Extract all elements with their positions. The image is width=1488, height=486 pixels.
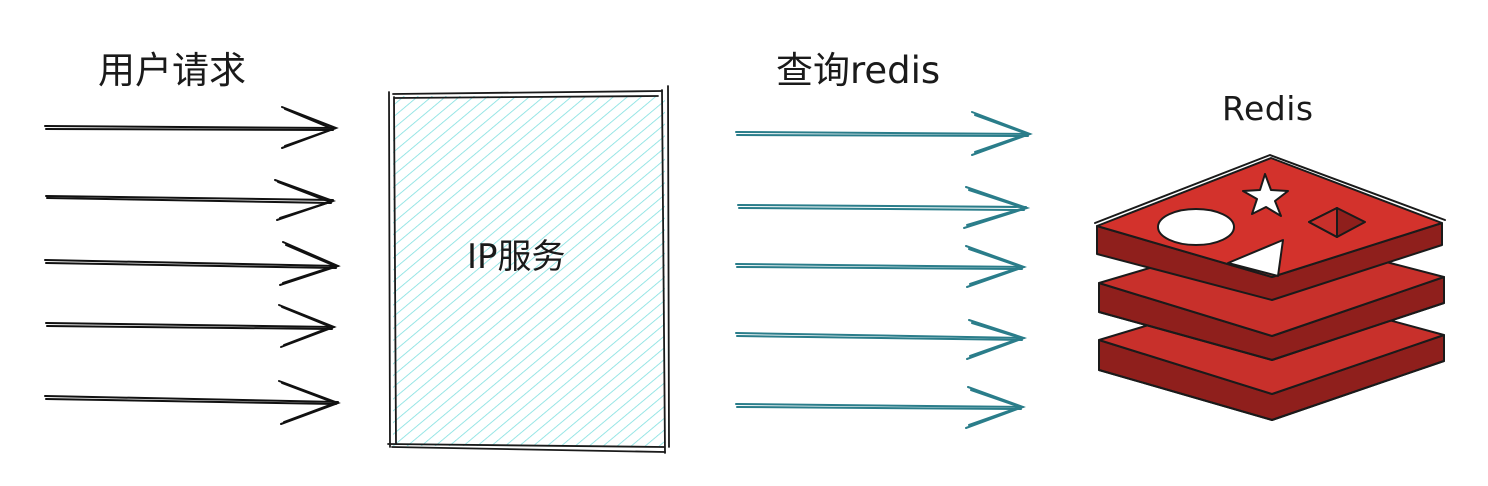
query-arrow <box>735 111 1033 156</box>
request-arrow <box>45 304 337 348</box>
query-arrow <box>735 386 1026 429</box>
redis-slab-top <box>1094 154 1446 301</box>
request-arrows <box>44 106 341 425</box>
ip-service-box <box>387 85 670 454</box>
ip-service-label: IP服务 <box>467 237 566 277</box>
request-arrow <box>44 380 341 425</box>
query-arrow <box>737 186 1031 229</box>
request-arrow <box>44 106 339 149</box>
redis-label: Redis <box>1222 89 1314 128</box>
query-arrow <box>735 245 1027 288</box>
request-arrow <box>45 179 337 221</box>
star-shape-icon <box>1242 173 1289 217</box>
query-arrows <box>735 111 1033 429</box>
user-requests-label: 用户请求 <box>98 49 246 92</box>
circle-shape-icon <box>1157 208 1235 246</box>
square-shape-icon <box>1308 207 1366 238</box>
query-redis-label: 查询redis <box>776 49 941 92</box>
triangle-shape-icon <box>1227 239 1284 277</box>
redis-stack-icon <box>1094 154 1446 421</box>
request-arrow <box>44 241 341 286</box>
query-arrow <box>735 319 1028 360</box>
